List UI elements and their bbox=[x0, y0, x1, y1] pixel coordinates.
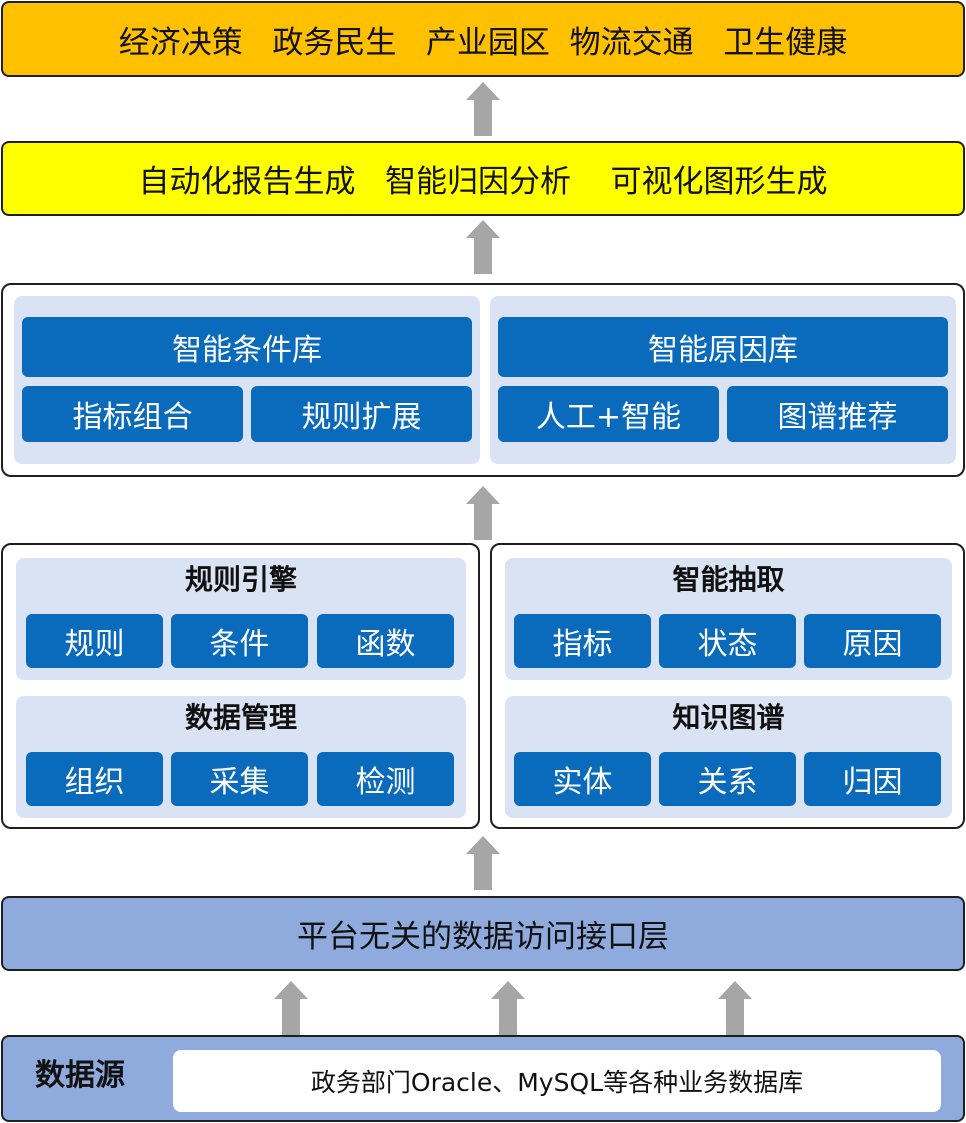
reason-item-label: 图谱推荐 bbox=[777, 400, 898, 435]
rule-engine-title: 规则引擎 bbox=[16, 558, 466, 598]
data-management-item-label: 采集 bbox=[209, 765, 270, 800]
smart-extraction-item: 状态 bbox=[659, 614, 796, 668]
data-management-title: 数据管理 bbox=[16, 696, 466, 736]
rule-engine-item: 函数 bbox=[317, 614, 454, 668]
capability-layer-text: 自动化报告生成 智能归因分析 可视化图形生成 bbox=[138, 164, 828, 200]
reason-library-title: 智能原因库 bbox=[498, 317, 948, 377]
up-arrow-icon bbox=[718, 981, 752, 1035]
up-arrow-icon bbox=[466, 82, 500, 136]
knowledge-graph-item: 实体 bbox=[514, 752, 651, 806]
smart-extraction-title: 智能抽取 bbox=[505, 558, 952, 598]
smart-extraction-item: 原因 bbox=[804, 614, 941, 668]
smart-extraction-item-label: 原因 bbox=[842, 627, 903, 662]
condition-item-button: 指标组合 bbox=[22, 386, 243, 442]
rule-engine-item: 规则 bbox=[26, 614, 163, 668]
reason-item-button: 人工+智能 bbox=[498, 386, 719, 442]
data-management-item: 组织 bbox=[26, 752, 163, 806]
condition-item-label: 指标组合 bbox=[72, 400, 193, 435]
data-source-label: 数据源 bbox=[35, 1058, 125, 1093]
condition-item-button: 规则扩展 bbox=[251, 386, 472, 442]
capability-layer-bar: 自动化报告生成 智能归因分析 可视化图形生成 bbox=[1, 141, 965, 216]
reason-library-title-text: 智能原因库 bbox=[648, 333, 798, 368]
access-layer-bar: 平台无关的数据访问接口层 bbox=[1, 896, 965, 971]
knowledge-graph-title: 知识图谱 bbox=[505, 696, 952, 736]
smart-extraction-item: 指标 bbox=[514, 614, 651, 668]
application-layer-bar: 经济决策 政务民生 产业园区 物流交通 卫生健康 bbox=[1, 1, 965, 77]
up-arrow-icon bbox=[466, 486, 500, 540]
access-layer-text: 平台无关的数据访问接口层 bbox=[297, 919, 669, 955]
up-arrow-icon bbox=[466, 836, 500, 890]
knowledge-graph-item: 归因 bbox=[804, 752, 941, 806]
condition-library-title-text: 智能条件库 bbox=[172, 333, 322, 368]
knowledge-graph-title-text: 知识图谱 bbox=[672, 701, 785, 734]
up-arrow-icon bbox=[466, 220, 500, 274]
knowledge-graph-item-label: 实体 bbox=[552, 765, 613, 800]
smart-extraction-title-text: 智能抽取 bbox=[672, 563, 785, 596]
rule-engine-item-label: 函数 bbox=[355, 627, 416, 662]
data-management-item-label: 检测 bbox=[355, 765, 416, 800]
condition-library-title: 智能条件库 bbox=[22, 317, 472, 377]
up-arrow-icon bbox=[491, 981, 525, 1035]
reason-item-button: 图谱推荐 bbox=[727, 386, 948, 442]
data-source-box: 政务部门Oracle、MySQL等各种业务数据库 bbox=[173, 1050, 941, 1112]
rule-engine-item-label: 条件 bbox=[209, 627, 270, 662]
application-layer-text: 经济决策 政务民生 产业园区 物流交通 卫生健康 bbox=[118, 24, 848, 61]
rule-engine-title-text: 规则引擎 bbox=[184, 563, 297, 596]
data-management-item: 采集 bbox=[171, 752, 308, 806]
data-source-content: 政务部门Oracle、MySQL等各种业务数据库 bbox=[310, 1068, 804, 1097]
data-management-item-label: 组织 bbox=[64, 765, 125, 800]
knowledge-graph-item-label: 归因 bbox=[842, 765, 903, 800]
up-arrow-icon bbox=[274, 981, 308, 1035]
reason-item-label: 人工+智能 bbox=[535, 400, 682, 435]
data-management-item: 检测 bbox=[317, 752, 454, 806]
smart-extraction-item-label: 指标 bbox=[552, 627, 613, 662]
knowledge-graph-item: 关系 bbox=[659, 752, 796, 806]
smart-extraction-item-label: 状态 bbox=[697, 627, 758, 662]
data-management-title-text: 数据管理 bbox=[184, 701, 297, 734]
rule-engine-item: 条件 bbox=[171, 614, 308, 668]
knowledge-graph-item-label: 关系 bbox=[697, 765, 758, 800]
rule-engine-item-label: 规则 bbox=[64, 627, 125, 662]
condition-item-label: 规则扩展 bbox=[301, 400, 422, 435]
